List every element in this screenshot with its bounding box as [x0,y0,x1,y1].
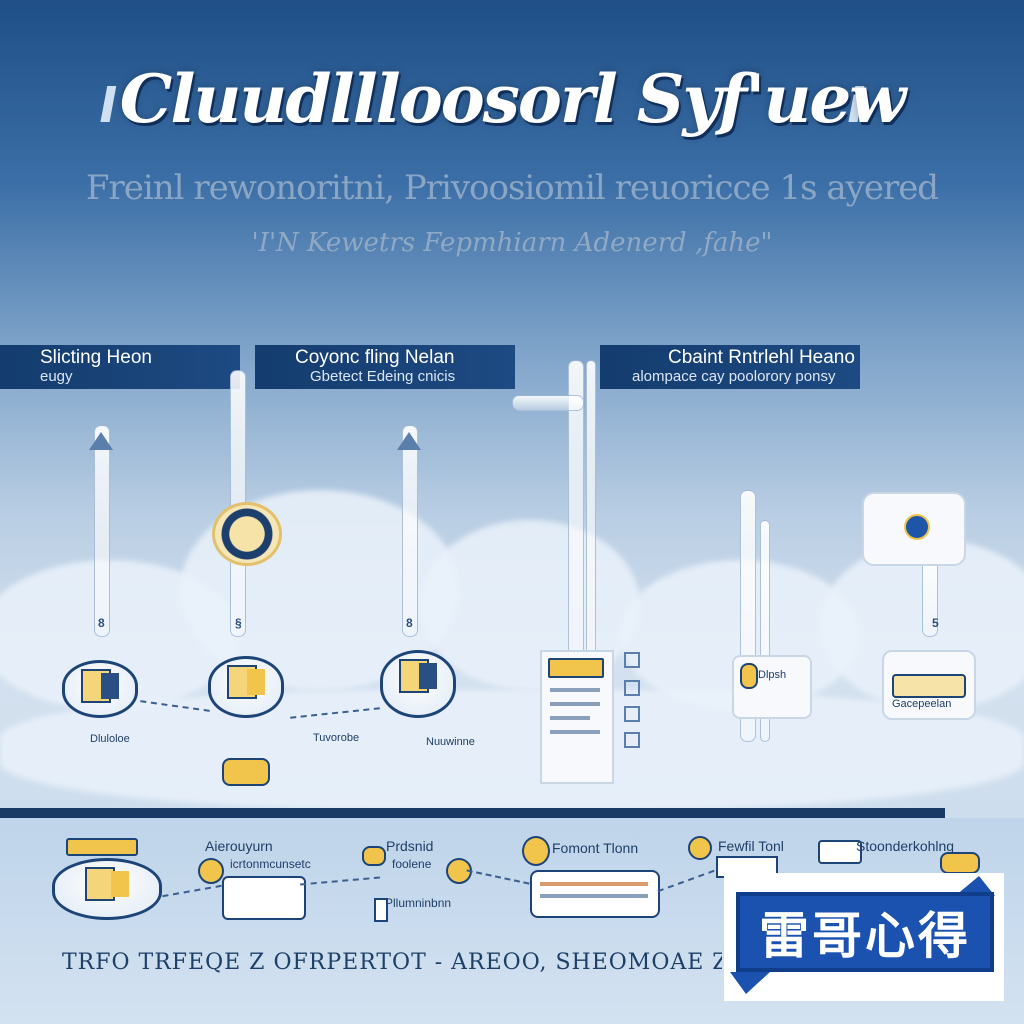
step-number: 5 [932,616,939,630]
table-row-line [540,894,648,898]
node-label: Gacepeelan [892,698,951,710]
section-header-2: Coyonc fling Nelan Gbetect Edeing cnicis [255,345,515,389]
storage-tray-icon [892,674,966,698]
checkbox-icon [624,652,640,668]
text-line [550,730,600,734]
cloud-device-card [862,492,966,566]
package-icon [222,758,270,786]
watermark-logo: 雷哥心得 [736,892,994,972]
arrow-up-icon [89,432,113,450]
table-row-line [540,882,648,886]
cloud-bank [0,690,1024,810]
ticket-icon [940,852,980,874]
page-tagline: 'I'N Kewetrs Fepmhiarn Adenerd ,fahe" [0,228,1024,258]
bottom-node-caption: Pllumninbnn [385,895,451,911]
section-header-caption: eugy [40,368,73,386]
text-line [550,716,590,720]
server-icon [101,673,119,699]
bottom-node-title: Aierouyurn [205,838,273,854]
section-header-title: Cbaint Rntrlehl Heano [668,349,855,367]
text-line [550,702,600,706]
tag-icon [66,838,138,856]
checkbox-icon [624,732,640,748]
section-header-caption: Gbetect Edeing cnicis [310,368,455,386]
page-title: Cluudllloosorl Syf'uew [0,60,1024,138]
key-icon [362,846,386,866]
folder-icon [111,871,129,897]
node-monitor: Dlpsh [732,655,812,719]
flow-arrow-line [402,425,418,637]
bottom-node-title: Fewfil Tonl [718,838,784,854]
step-number: 8 [406,616,413,630]
step-number: § [235,616,242,630]
bottom-node-caption: foolene [392,856,431,872]
section-header-caption: alompace cay poolorory ponsy [632,368,835,386]
node-storage [62,660,138,718]
coin-icon [688,836,712,860]
shield-badge-icon [212,502,282,566]
divider-bar [0,808,945,818]
node-label: Dlpsh [758,669,786,681]
checkbox-icon [624,706,640,722]
bottom-node-title: Prdsnid [386,838,433,854]
bottom-node-title: Fomont Tlonn [552,840,638,856]
checkbox-icon [624,680,640,696]
table-card [530,870,660,918]
document-panel [540,650,614,784]
node-label: Tuvorobe [313,732,359,744]
chart-icon [247,669,265,695]
flow-arrow-line [94,425,110,637]
node-label: Dluloloe [90,733,130,745]
step-number: 8 [98,616,105,630]
node-cloud-health: Gacepeelan [882,650,976,720]
globe-icon [904,514,930,540]
bottom-node-caption: icrtonmcunsetc [230,856,311,872]
node-transform [380,650,456,718]
phone-icon [740,663,758,689]
document-icon [374,898,388,922]
bottom-node-title: Stoonderkohlng [856,838,954,854]
arrow-up-icon [397,432,421,450]
section-header-title: Slicting Heon [40,349,152,367]
text-line [550,688,600,692]
footer-text: TRFO TRFEQE Z OFRPERTOT - AREOO, SHEOMOA… [62,950,722,975]
coin-icon [198,858,224,884]
flow-pipe [586,360,596,662]
page-subtitle: Freinl rewonoritni, Privoosiomil reuoric… [0,168,1024,208]
node-processing [208,656,284,718]
server-icon [419,663,437,689]
badge-icon [522,836,550,866]
node-label: Nuuwinne [426,736,475,748]
section-header-3: Cbaint Rntrlehl Heano alompace cay poolo… [600,345,860,389]
card-icon [222,876,306,920]
section-header-1: Slicting Heon eugy [0,345,240,389]
section-header-title: Coyonc fling Nelan [295,349,454,367]
flow-pipe-elbow [512,395,584,411]
bottom-node-1 [52,858,162,920]
watermark-text: 雷哥心得 [759,896,971,968]
document-header-bar [548,658,604,678]
